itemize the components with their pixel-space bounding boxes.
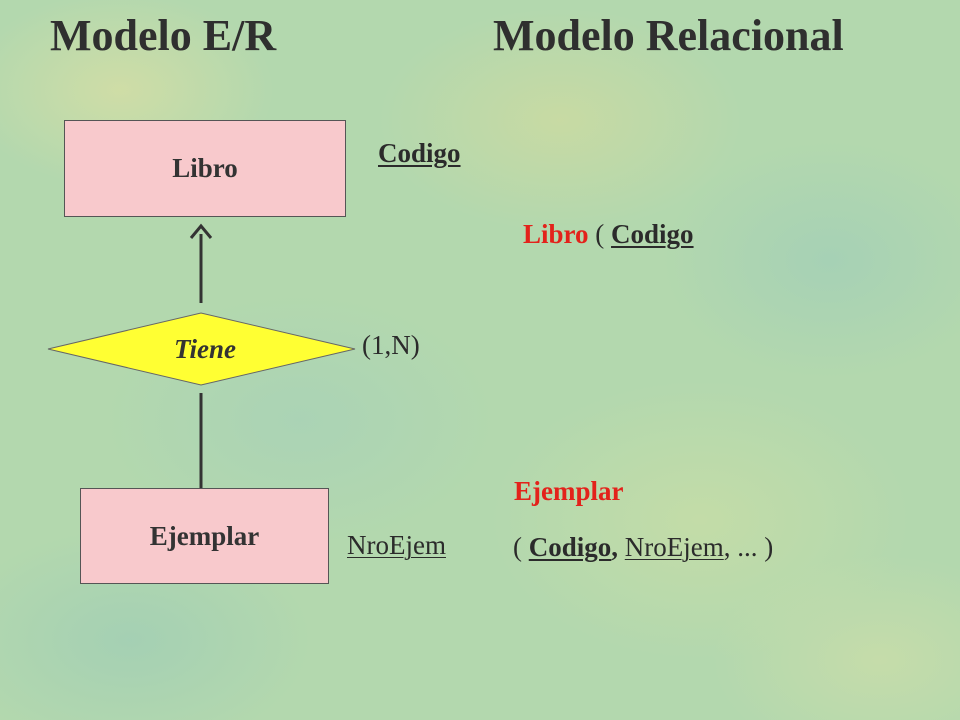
relationship-diamond: [47, 312, 356, 386]
relation-ejemplar-name: Ejemplar: [514, 476, 624, 506]
relation-libro: Libro ( Codigo: [523, 219, 694, 250]
arrow-head-icon: [189, 223, 213, 239]
relation-ejemplar-comma: ,: [611, 532, 619, 562]
relation-ejemplar-attributes: ( Codigo, NroEjem, ... ): [513, 532, 773, 563]
attribute-nroejem: NroEjem: [347, 530, 446, 560]
attribute-codigo: Codigo: [378, 138, 461, 168]
relation-ejemplar-open-paren: (: [513, 532, 522, 562]
entity-ejemplar-label: Ejemplar: [149, 520, 260, 551]
relation-libro-open-paren: (: [595, 219, 605, 249]
relation-ejemplar-key-nroejem: NroEjem: [624, 532, 724, 562]
relation-ejemplar-rest: , ... ): [723, 532, 774, 562]
entity-libro: Libro: [64, 120, 346, 217]
relationship-label: Tiene: [174, 334, 236, 364]
relation-libro-name: Libro: [523, 219, 589, 249]
cardinality-label: (1,N): [362, 330, 420, 360]
entity-ejemplar: Ejemplar: [80, 488, 329, 584]
relational-model-title: Modelo Relacional: [493, 11, 844, 60]
relation-libro-key: Codigo: [611, 219, 694, 249]
relation-ejemplar-key-codigo: Codigo: [528, 532, 612, 562]
er-model-title: Modelo E/R: [50, 11, 277, 60]
entity-libro-label: Libro: [172, 153, 238, 183]
